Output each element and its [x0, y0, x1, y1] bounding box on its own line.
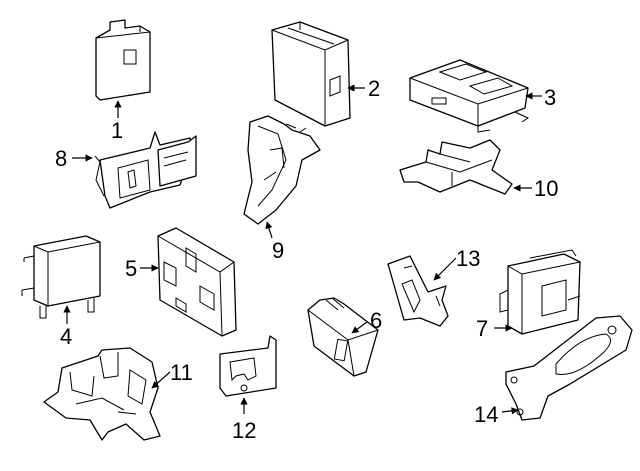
part-9-bracket	[243, 115, 321, 239]
callout-7: 7	[476, 316, 488, 341]
callout-8: 8	[55, 146, 67, 171]
callout-6: 6	[370, 308, 382, 333]
callout-11: 11	[170, 360, 193, 385]
callout-2: 2	[368, 76, 380, 101]
part-6-control-module	[307, 297, 379, 377]
part-13-bracket	[387, 255, 457, 327]
part-11-bracket-assembly	[43, 347, 171, 441]
callout-1: 1	[111, 118, 123, 143]
callout-9: 9	[272, 238, 284, 263]
part-14-bracket	[501, 315, 633, 421]
part-3-control-unit	[409, 59, 542, 133]
callout-labels: 1 2 3 8 10 9 4 5 13 6 7 11 14 12	[55, 76, 558, 443]
part-10-bracket	[399, 139, 532, 195]
part-4-control-module	[21, 235, 101, 324]
callout-13: 13	[456, 246, 480, 271]
part-2-control-module	[271, 21, 365, 127]
part-7-control-module	[494, 249, 581, 335]
callout-10: 10	[534, 176, 558, 201]
callout-5: 5	[125, 256, 137, 281]
part-5-control-module	[140, 227, 237, 337]
callout-12: 12	[232, 418, 256, 443]
part-1-control-module	[95, 19, 151, 118]
callout-14: 14	[474, 402, 498, 427]
part-8-bracket-assembly	[72, 131, 197, 209]
callout-4: 4	[60, 324, 72, 349]
part-12-plate	[219, 335, 277, 414]
callout-3: 3	[544, 85, 556, 110]
